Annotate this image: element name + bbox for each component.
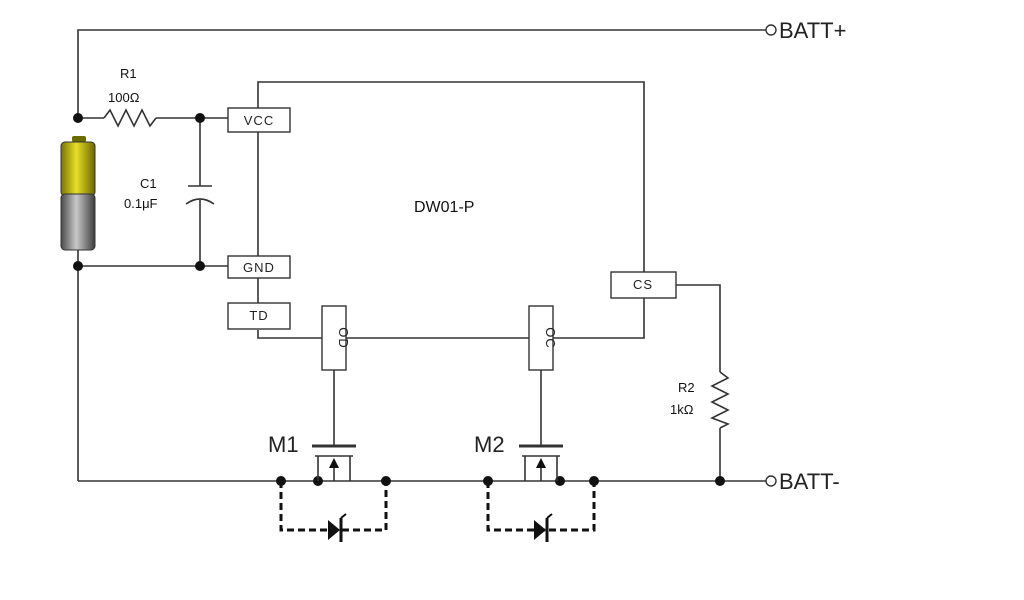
pin-vcc: VCC xyxy=(227,107,291,133)
batt-neg-terminal: BATT- xyxy=(765,469,840,494)
battery-cell xyxy=(60,136,96,251)
junction-dots xyxy=(73,113,725,486)
mosfet-m2: M2 xyxy=(474,432,596,542)
batt-neg-label: BATT- xyxy=(779,469,840,494)
pin-cs-label: CS xyxy=(633,277,653,292)
m2-label: M2 xyxy=(474,432,505,457)
mosfet-m1: M1 xyxy=(268,432,388,542)
r1-value: 100Ω xyxy=(108,90,140,105)
pin-gnd: GND xyxy=(227,255,291,279)
pin-vcc-label: VCC xyxy=(244,113,274,128)
wires xyxy=(77,29,766,482)
c1-value: 0.1μF xyxy=(124,196,158,211)
batt-pos-label: BATT+ xyxy=(779,18,846,43)
body-diode-m2 xyxy=(534,513,553,542)
chip-label: DW01-P xyxy=(414,199,474,216)
r1-name: R1 xyxy=(120,66,137,81)
m1-label: M1 xyxy=(268,432,299,457)
pin-od-label: OD xyxy=(336,327,351,349)
pin-od: OD xyxy=(321,305,351,371)
resistor-r2: R2 1kΩ xyxy=(670,371,730,429)
batt-pos-terminal: BATT+ xyxy=(765,18,846,43)
pin-gnd-label: GND xyxy=(243,260,275,275)
capacitor-c1: C1 0.1μF xyxy=(124,176,215,211)
pin-td-label: TD xyxy=(249,308,268,323)
body-diode-m1 xyxy=(328,513,347,542)
pin-oc-label: OC xyxy=(543,327,558,349)
pin-oc: OC xyxy=(528,305,558,371)
r2-name: R2 xyxy=(678,380,695,395)
r2-value: 1kΩ xyxy=(670,402,694,417)
resistor-r1: R1 100Ω xyxy=(103,66,157,128)
pin-td: TD xyxy=(227,302,291,330)
c1-name: C1 xyxy=(140,176,157,191)
pin-cs: CS xyxy=(610,271,677,299)
